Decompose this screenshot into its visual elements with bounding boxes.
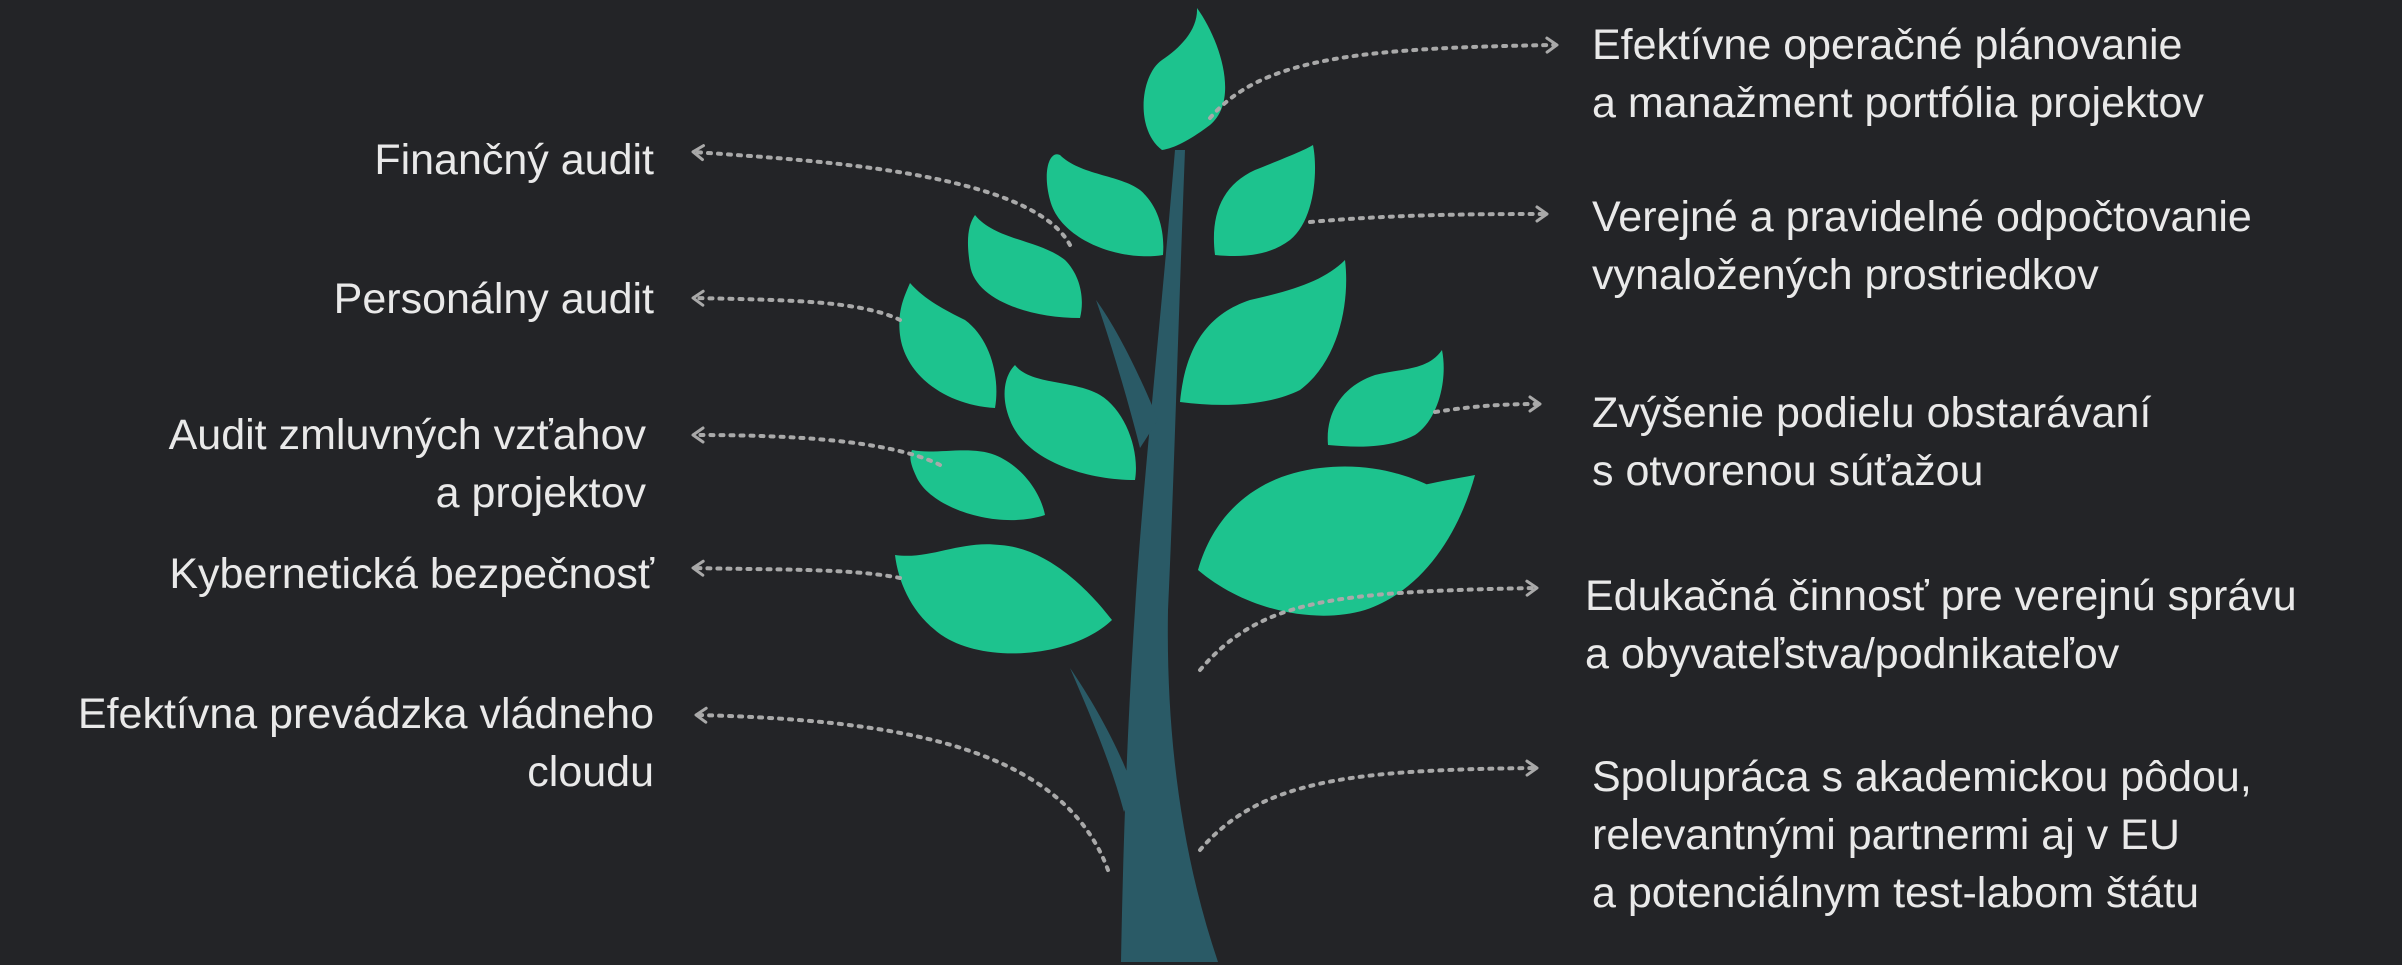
right-connectors [1198, 36, 1559, 852]
label-line: relevantnými partnermi aj v EU [1592, 811, 2180, 859]
left-label-audit-zmluvnych-vztahov: Audit zmluvných vzťahov a projektov [169, 406, 646, 522]
connector-efektivne-planovanie [1208, 36, 1559, 120]
label-line: Verejné a pravidelné odpočtovanie [1592, 193, 2252, 241]
leaf-8 [910, 450, 1045, 521]
connector-zvysenie-podielu [1433, 395, 1542, 414]
tree-trunk [1070, 150, 1218, 962]
left-label-personalny-audit: Personálny audit [334, 270, 654, 328]
connector-verejne-odpoctovanie [1308, 205, 1549, 224]
connector-financny-audit [691, 144, 1072, 247]
tree-leaves [895, 8, 1475, 654]
leaf-top [1143, 8, 1226, 150]
leaf-1 [1046, 154, 1164, 257]
connector-edukacna-cinnost [1198, 579, 1539, 672]
leaf-5 [1180, 260, 1347, 405]
left-label-financny-audit: Finančný audit [374, 131, 654, 189]
label-line: Finančný audit [374, 136, 654, 184]
label-line: Edukačná činnosť pre verejnú správu [1585, 572, 2297, 620]
left-connectors [691, 144, 1110, 872]
label-line: a obyvateľstva/podnikateľov [1585, 630, 2120, 678]
leaf-7 [1327, 350, 1444, 447]
label-line: Efektívna prevádzka vládneho [77, 690, 654, 738]
connector-personalny-audit [691, 289, 902, 322]
connector-audit-zmluvnych [691, 426, 942, 467]
label-line: Zvýšenie podielu obstarávaní [1592, 389, 2152, 437]
leaf-6 [1004, 365, 1136, 480]
leaf-10 [1198, 466, 1475, 616]
label-line: Personálny audit [333, 275, 654, 323]
label-line: Spolupráca s akademickou pôdou, [1592, 753, 2252, 801]
leaf-9 [895, 544, 1112, 654]
label-line: a projektov [435, 469, 646, 517]
left-label-efektivna-prevadzka: Efektívna prevádzka vládneho cloudu [78, 685, 654, 801]
branch-lower [1070, 668, 1134, 812]
label-line: a potenciálnym test-labom štátu [1592, 869, 2200, 917]
leaf-4 [899, 283, 997, 408]
right-label-spolupraca: Spolupráca s akademickou pôdou, relevant… [1592, 748, 2252, 922]
label-line: Audit zmluvných vzťahov [168, 411, 646, 459]
right-label-efektivne-planovanie: Efektívne operačné plánovanie a manažmen… [1592, 16, 2204, 132]
connector-efektivna-prevadzka [694, 706, 1110, 872]
label-line: a manažment portfólia projektov [1592, 79, 2204, 127]
label-line: s otvorenou súťažou [1592, 447, 1984, 495]
right-label-verejne-odpoctovanie: Verejné a pravidelné odpočtovanie vynalo… [1592, 188, 2252, 304]
right-label-zvysenie-podielu: Zvýšenie podielu obstarávaní s otvorenou… [1592, 384, 2151, 500]
connector-kyberneticka [691, 559, 902, 580]
branch-upper [1096, 300, 1158, 448]
leaf-3 [967, 215, 1082, 318]
left-label-kyberneticka-bezpecnost: Kybernetická bezpečnosť [169, 545, 654, 603]
label-line: cloudu [527, 748, 654, 796]
label-line: vynaložených prostriedkov [1592, 251, 2099, 299]
right-label-edukacna-cinnost: Edukačná činnosť pre verejnú správu a ob… [1585, 567, 2297, 683]
leaf-2 [1213, 145, 1316, 257]
label-line: Kybernetická bezpečnosť [169, 550, 654, 598]
connector-spolupraca [1198, 759, 1539, 852]
label-line: Efektívne operačné plánovanie [1592, 21, 2183, 69]
